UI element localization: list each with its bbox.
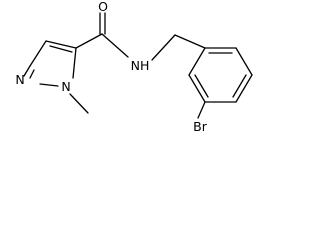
bond-c4-c5-double <box>49 45 73 53</box>
bond-lines <box>23 12 253 119</box>
bromine-label: Br <box>193 119 208 134</box>
bond-nh-ch2 <box>151 34 176 61</box>
bond-c5-carbonyl <box>75 33 103 49</box>
bond-bz-c3-c4 <box>235 74 253 103</box>
atom-labels: O NH N N Br <box>15 0 207 134</box>
bond-ch2-ring <box>174 34 206 49</box>
bond-bz-c6-c1 <box>188 47 206 76</box>
bond-bz-inner-3 <box>194 74 209 98</box>
bond-bz-c2-c3 <box>235 47 253 76</box>
bond-bz-br <box>197 101 206 119</box>
bond-n1-methyl <box>69 93 89 114</box>
bond-carbonyl-nh <box>101 33 129 58</box>
bond-n2-c3 <box>23 65 31 77</box>
ring-n2-label: N <box>15 72 24 87</box>
amide-nh-label: NH <box>131 58 150 73</box>
bond-n1-n2 <box>39 83 59 87</box>
bond-bz-inner-2 <box>232 74 247 98</box>
ring-n1-label: N <box>61 79 70 94</box>
molecule-structure: O NH N N Br <box>15 0 253 134</box>
bond-c4-c5 <box>45 40 77 49</box>
bond-bz-c5-c6 <box>188 74 206 103</box>
bond-c5-n1 <box>72 47 77 79</box>
oxygen-label: O <box>98 0 108 14</box>
bond-n2-c3-double <box>29 69 35 79</box>
bond-c3-c4 <box>29 40 47 67</box>
